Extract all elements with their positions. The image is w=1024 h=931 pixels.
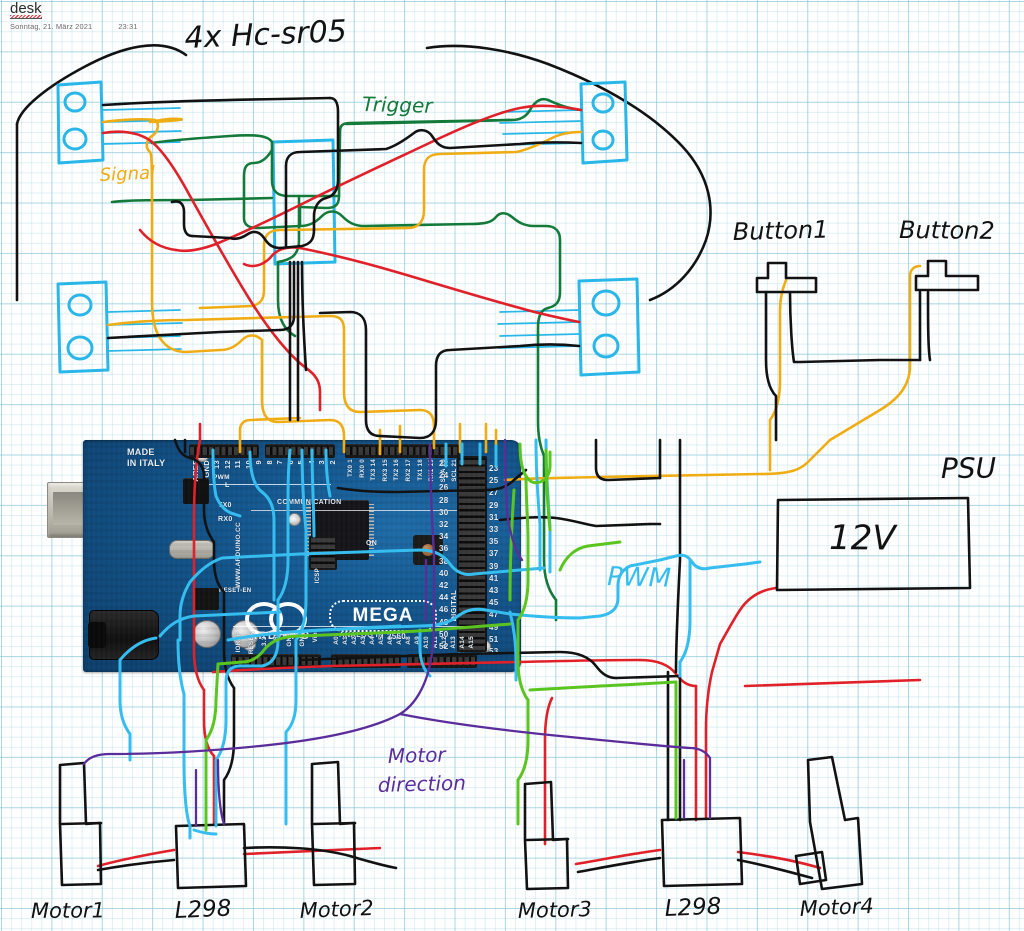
motor4-label: Motor4 bbox=[799, 894, 874, 921]
sensor-group-outline bbox=[15, 44, 712, 302]
pwm-label: PWM bbox=[607, 562, 672, 594]
digital-pin-27: 27 bbox=[489, 488, 499, 498]
digital-pin-51: 51 bbox=[489, 634, 499, 644]
digital-pin-33: 33 bbox=[489, 525, 499, 534]
silk-led-tx0: TX0 bbox=[218, 502, 232, 509]
motor-direction-wires-purple bbox=[82, 438, 712, 828]
signal-wires-orange bbox=[101, 117, 922, 482]
digital-pin-24: 24 bbox=[439, 471, 449, 481]
digital-pin-46: 46 bbox=[439, 605, 449, 615]
dc-barrel-jack bbox=[88, 610, 159, 660]
digital-pin-30: 30 bbox=[439, 507, 449, 517]
trigger-label: Trigger bbox=[362, 92, 435, 118]
l298-right-label: L298 bbox=[664, 894, 722, 922]
psu-label: PSU bbox=[941, 452, 996, 485]
sensors-title: 4x Hc-sr05 bbox=[184, 14, 348, 56]
digital-pin-38: 38 bbox=[439, 556, 449, 566]
digital-pin-28: 28 bbox=[439, 495, 449, 505]
button2-label: Button2 bbox=[899, 216, 995, 245]
digital-pin-31: 31 bbox=[489, 512, 499, 522]
digital-pin-36: 36 bbox=[439, 544, 449, 554]
silk-group-pwm: PWM bbox=[213, 474, 230, 481]
digital-pin-47: 47 bbox=[489, 610, 499, 620]
digital-pin-52: 52 bbox=[439, 642, 449, 651]
digital-pin-53: 53 bbox=[489, 647, 499, 656]
motor1-label: Motor1 bbox=[31, 898, 105, 923]
ultrasonic-sensors bbox=[56, 80, 641, 377]
silk-led-l: L bbox=[225, 482, 230, 489]
trigger-wires-green bbox=[110, 97, 583, 622]
silk-led-rx0: RX0 bbox=[218, 516, 233, 523]
page-title[interactable]: desk bbox=[10, 0, 42, 19]
silk-led-on: ON bbox=[366, 540, 378, 547]
digital-pin-50: 50 bbox=[439, 629, 449, 639]
digital-pin-25: 25 bbox=[489, 476, 499, 486]
digital-pin-44: 44 bbox=[439, 593, 449, 603]
motor3-label: Motor3 bbox=[518, 897, 593, 923]
silk-group-communication: COMMUNICATION bbox=[277, 499, 342, 506]
note-timestamp: Sonntag, 21. März 2021 23:31 bbox=[10, 22, 138, 31]
silk-model-number: 2560 bbox=[387, 632, 406, 641]
digital-pin-43: 43 bbox=[489, 586, 499, 595]
motor-wires-green bbox=[204, 442, 678, 832]
motor-dir-l1: Motor bbox=[388, 742, 448, 768]
digital-pin-22: 22 bbox=[439, 459, 449, 468]
digital-pin-37: 37 bbox=[489, 549, 499, 559]
digital-pin-42: 42 bbox=[439, 581, 449, 590]
digital-pin-39: 39 bbox=[489, 561, 499, 571]
digital-pin-45: 45 bbox=[489, 598, 499, 608]
silk-divider-comm bbox=[251, 510, 463, 511]
signal-label: Signal bbox=[99, 163, 155, 186]
digital-pin-23: 23 bbox=[489, 464, 499, 473]
button1-label: Button1 bbox=[732, 216, 828, 246]
note-date: Sonntag, 21. März 2021 bbox=[10, 22, 93, 31]
psu-voltage: 12V bbox=[829, 518, 899, 559]
silk-model-mega: MEGA bbox=[329, 600, 437, 632]
digital-pin-40: 40 bbox=[439, 568, 449, 578]
pwm-header-right[interactable] bbox=[265, 444, 335, 458]
digital-pin-32: 32 bbox=[439, 520, 449, 529]
silk-divider-pwm bbox=[209, 484, 331, 485]
motor-dir-l2: direction bbox=[378, 771, 467, 797]
signal-wires-black bbox=[58, 96, 980, 891]
note-header: desk Sonntag, 21. März 2021 23:31 bbox=[10, 0, 138, 31]
digital-pin-26: 26 bbox=[439, 483, 449, 493]
digital-pin-35: 35 bbox=[489, 537, 499, 547]
digital-pin-29: 29 bbox=[489, 500, 499, 510]
note-time: 23:31 bbox=[118, 22, 138, 31]
pwm-header-left[interactable] bbox=[189, 444, 259, 458]
silk-reset-en: RESET-EN bbox=[219, 588, 252, 594]
digital-pin-49: 49 bbox=[489, 622, 499, 632]
l298-left-label: L298 bbox=[174, 896, 232, 924]
voltage-regulator bbox=[193, 588, 219, 610]
digital-pin-41: 41 bbox=[489, 573, 499, 583]
motor2-label: Motor2 bbox=[299, 896, 374, 923]
digital-pin-34: 34 bbox=[439, 532, 449, 542]
silk-divider-power bbox=[233, 626, 477, 627]
